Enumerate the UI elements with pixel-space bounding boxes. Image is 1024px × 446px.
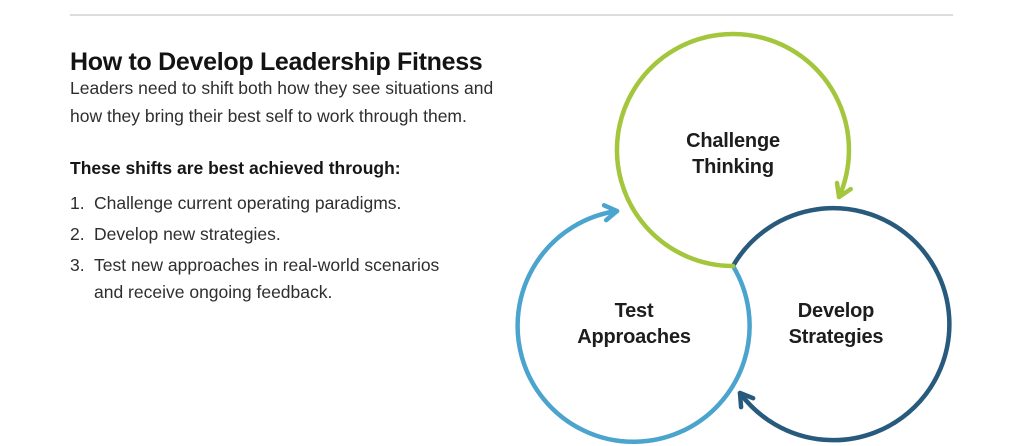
section-subhead: These shifts are best achieved through:	[70, 158, 401, 178]
label-develop-strategies: Strategies	[789, 326, 884, 348]
top-divider-rule	[70, 14, 953, 16]
label-challenge-thinking: Challenge	[686, 130, 780, 152]
intro-text: Leaders need to shift both how they see …	[70, 75, 493, 130]
list-item-number: 3.	[70, 255, 85, 275]
circle-challenge-thinking	[614, 31, 853, 269]
label-develop-strategies: Develop	[798, 300, 874, 322]
circle-test-approaches	[515, 203, 752, 445]
list-item-text: Test new approaches in real-world scenar…	[94, 255, 440, 302]
label-challenge-thinking: Thinking	[692, 156, 774, 178]
list-item: 3. Test new approaches in real-world sce…	[70, 252, 490, 306]
list-item-number: 2.	[70, 224, 85, 244]
circle-develop-strategies	[730, 205, 952, 443]
list-item-text: Challenge current operating paradigms.	[94, 193, 402, 213]
intro-line: Leaders need to shift both how they see …	[70, 78, 494, 98]
list-item-number: 1.	[70, 193, 85, 213]
list-item-text: Develop new strategies.	[94, 224, 281, 244]
list-item: 1. Challenge current operating paradigms…	[70, 190, 490, 217]
intro-line: how they bring their best self to work t…	[70, 105, 467, 126]
numbered-list: 1. Challenge current operating paradigms…	[70, 190, 490, 310]
label-test-approaches: Approaches	[577, 326, 691, 348]
label-test-approaches: Test	[615, 300, 654, 322]
list-item: 2. Develop new strategies.	[70, 221, 490, 248]
page-title: How to Develop Leadership Fitness	[70, 47, 483, 76]
